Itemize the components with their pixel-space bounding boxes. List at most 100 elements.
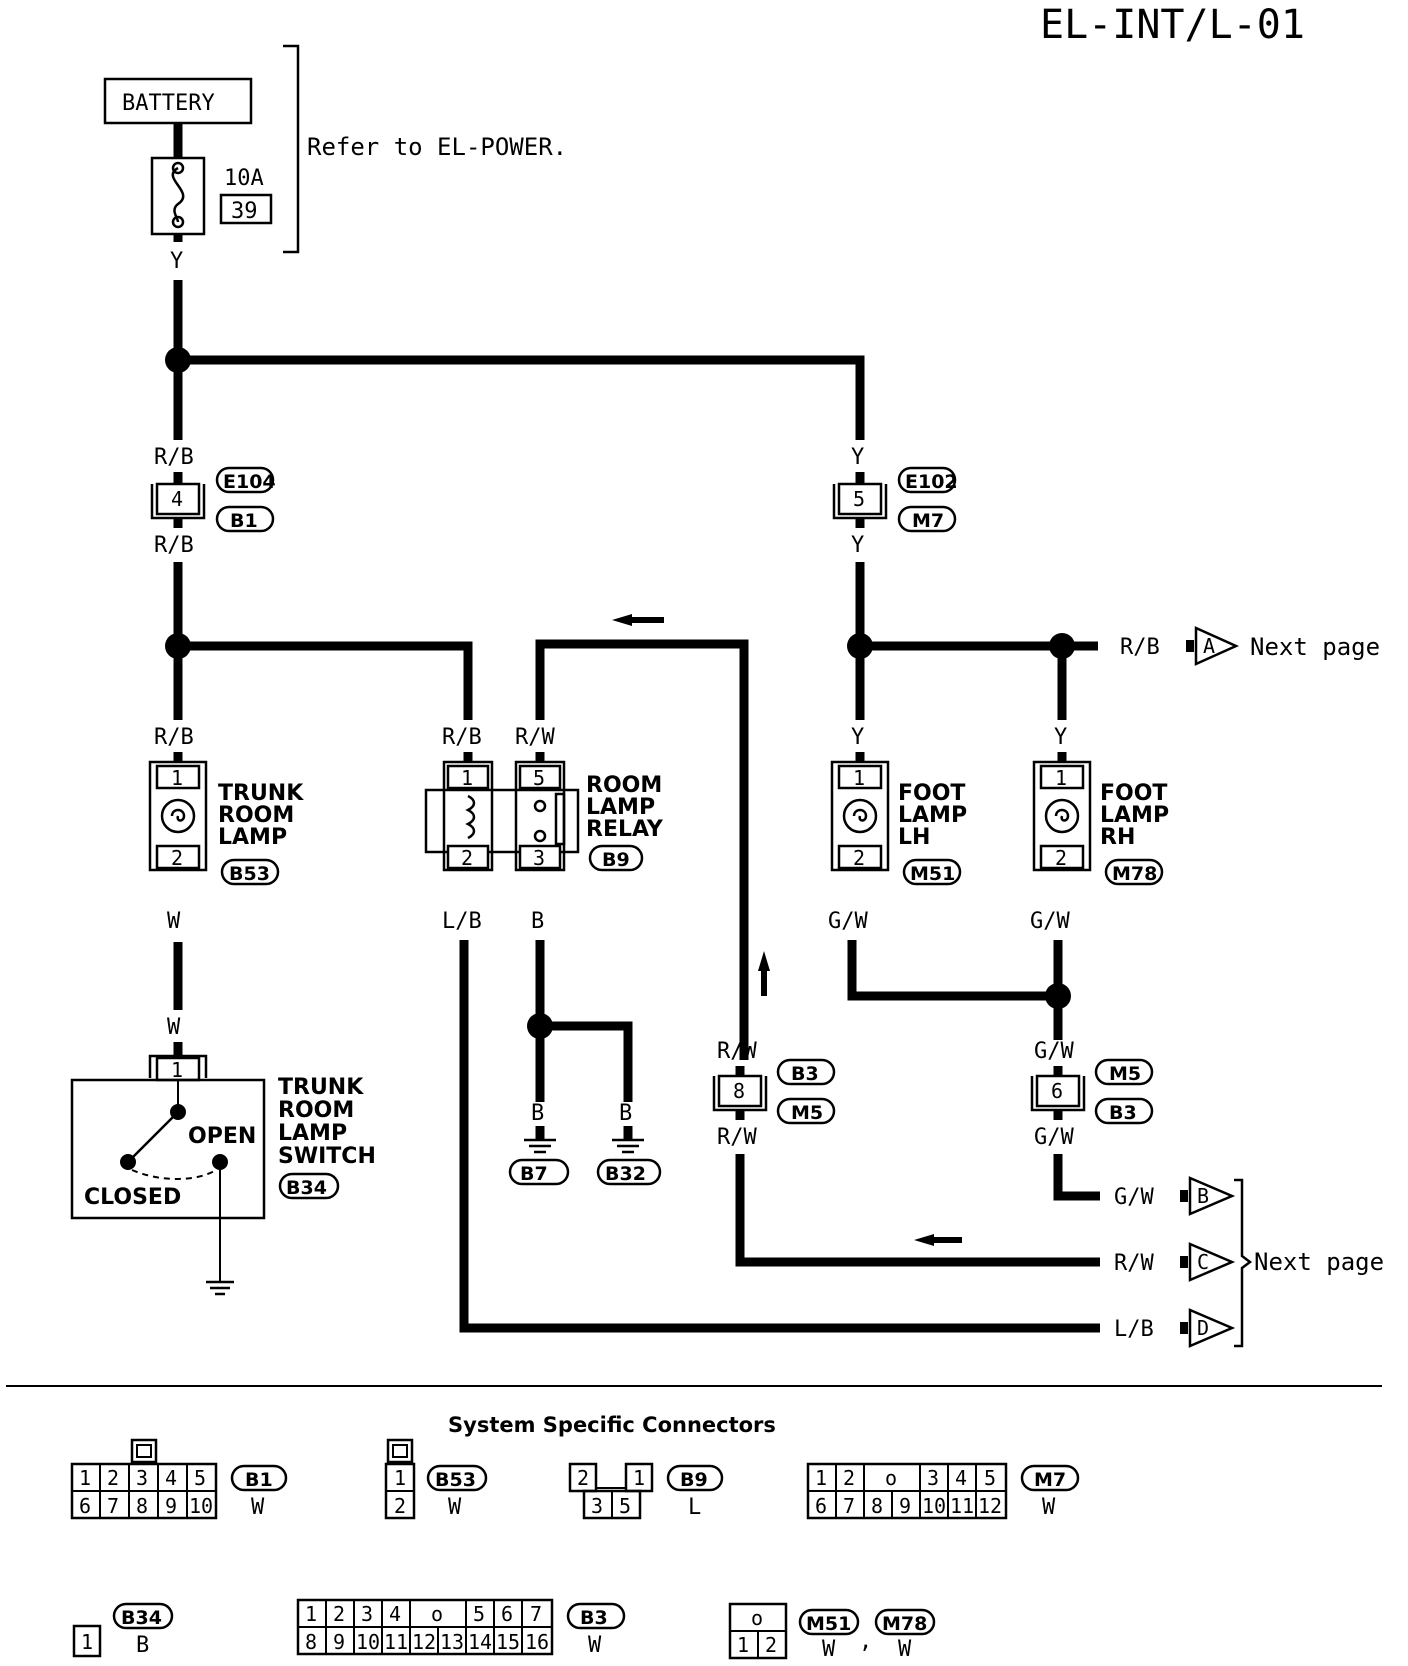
page-code: EL-INT/L-01: [1040, 2, 1305, 48]
svg-text:9: 9: [165, 1494, 177, 1518]
splice-dot: [527, 1013, 553, 1039]
svg-text:Next page: Next page: [1250, 633, 1380, 661]
splice-dot: [847, 633, 873, 659]
svg-text:9: 9: [333, 1630, 345, 1654]
connector-m5-b3: 6 M5 B3: [1030, 1058, 1154, 1125]
svg-text:G/W: G/W: [1030, 909, 1070, 934]
svg-text:1: 1: [305, 1602, 317, 1626]
svg-text:B9: B9: [602, 849, 630, 871]
svg-text:FOOT: FOOT: [898, 781, 965, 806]
svg-text:13: 13: [440, 1630, 464, 1654]
svg-text:4: 4: [165, 1466, 177, 1490]
svg-text:7: 7: [843, 1494, 855, 1518]
svg-text:R/W: R/W: [1114, 1251, 1154, 1276]
svg-text:6: 6: [1051, 1079, 1063, 1103]
svg-text:5: 5: [473, 1602, 485, 1626]
power-note: Refer to EL-POWER.: [307, 133, 567, 161]
svg-text:6: 6: [501, 1602, 513, 1626]
flow-arrow: [612, 614, 664, 626]
svg-text:9: 9: [899, 1494, 911, 1518]
svg-text:D: D: [1197, 1316, 1209, 1340]
svg-text:1: 1: [394, 1466, 406, 1490]
svg-text:M51: M51: [910, 863, 955, 885]
svg-text:LAMP: LAMP: [218, 825, 287, 850]
svg-text:B34: B34: [286, 1177, 327, 1199]
ground-b32: B32: [605, 1163, 646, 1185]
svg-text:G/W: G/W: [828, 909, 868, 934]
svg-text:1: 1: [633, 1466, 645, 1490]
svg-text:1: 1: [81, 1630, 93, 1654]
trunk-room-lamp-switch: 1 OPEN CLOSED TRUNK ROOM LAMP SWITCH B34: [70, 1042, 376, 1282]
wire-label: Y: [851, 445, 864, 470]
svg-text:W: W: [898, 1637, 912, 1662]
svg-text:5: 5: [619, 1494, 631, 1518]
svg-text:R/W: R/W: [515, 725, 555, 750]
svg-text:B3: B3: [580, 1607, 608, 1629]
svg-text:E102: E102: [905, 471, 958, 493]
battery: BATTERY: [103, 77, 253, 125]
svg-text:1: 1: [853, 766, 865, 790]
svg-text:15: 15: [496, 1630, 520, 1654]
svg-text:B53: B53: [229, 863, 270, 885]
svg-text:LAMP: LAMP: [1100, 803, 1169, 828]
svg-text:W: W: [251, 1495, 265, 1520]
svg-text:5: 5: [853, 487, 865, 511]
svg-text:B3: B3: [791, 1063, 819, 1085]
foot-lamp-lh: 1 2 FOOT LAMP LH M51: [830, 752, 967, 886]
svg-text:1: 1: [171, 1058, 183, 1082]
svg-text:10: 10: [189, 1494, 213, 1518]
svg-text:L/B: L/B: [1114, 1317, 1154, 1342]
svg-text:FOOT: FOOT: [1100, 781, 1167, 806]
connector-face-b34: 1 B34 B: [72, 1602, 174, 1658]
svg-text:5: 5: [984, 1466, 996, 1490]
splice-dot: [1049, 633, 1075, 659]
svg-text:LAMP: LAMP: [898, 803, 967, 828]
svg-text:B1: B1: [245, 1469, 273, 1491]
svg-text:4: 4: [955, 1466, 967, 1490]
svg-text:M7: M7: [1034, 1469, 1066, 1491]
svg-text:A: A: [1203, 634, 1215, 658]
svg-text:o: o: [751, 1606, 763, 1630]
svg-text:W: W: [588, 1633, 602, 1658]
svg-text:1: 1: [79, 1466, 91, 1490]
svg-text:B: B: [1197, 1184, 1209, 1208]
svg-text:ROOM: ROOM: [218, 803, 294, 828]
connector-face-m51-m78: o 1 2 M51 M78 W , W: [728, 1602, 936, 1662]
offpage-c: R/W C: [1114, 1242, 1236, 1282]
connector-e102-m7: 5 E102 M7: [832, 466, 958, 533]
svg-text:1: 1: [171, 766, 183, 790]
svg-text:R/W: R/W: [717, 1125, 757, 1150]
svg-text:LAMP: LAMP: [278, 1121, 347, 1146]
svg-text:SWITCH: SWITCH: [278, 1144, 376, 1169]
svg-text:3: 3: [361, 1602, 373, 1626]
svg-text:LAMP: LAMP: [586, 795, 655, 820]
trunk-room-lamp: 1 2 TRUNK ROOM LAMP B53: [148, 752, 304, 886]
svg-text:10: 10: [922, 1494, 946, 1518]
svg-text:2: 2: [1055, 846, 1067, 870]
connector-e104-b1: 4 E104 B1: [150, 466, 276, 533]
svg-text:L/B: L/B: [442, 909, 482, 934]
svg-text:7: 7: [530, 1602, 542, 1626]
flow-arrow: [758, 951, 770, 996]
connector-b3-m5: 8 B3 M5: [712, 1058, 836, 1125]
svg-text:RELAY: RELAY: [586, 817, 664, 842]
offpage-d: L/B D: [1114, 1308, 1236, 1348]
battery-label: BATTERY: [122, 91, 215, 116]
svg-text:1: 1: [461, 766, 473, 790]
svg-text:B: B: [531, 1101, 544, 1126]
svg-text:W: W: [167, 1015, 181, 1040]
svg-text:12: 12: [412, 1630, 436, 1654]
svg-text:R/B: R/B: [442, 725, 482, 750]
svg-text:L: L: [688, 1495, 701, 1520]
svg-text:RH: RH: [1100, 825, 1135, 850]
svg-text:B: B: [531, 909, 544, 934]
svg-text:16: 16: [525, 1630, 549, 1654]
offpage-a: R/B A Next page: [1120, 626, 1380, 666]
svg-text:2: 2: [765, 1633, 777, 1657]
svg-text:LH: LH: [898, 825, 930, 850]
svg-text:G/W: G/W: [1034, 1039, 1074, 1064]
svg-text:ROOM: ROOM: [278, 1098, 354, 1123]
svg-text:3: 3: [927, 1466, 939, 1490]
svg-text:W: W: [167, 909, 181, 934]
